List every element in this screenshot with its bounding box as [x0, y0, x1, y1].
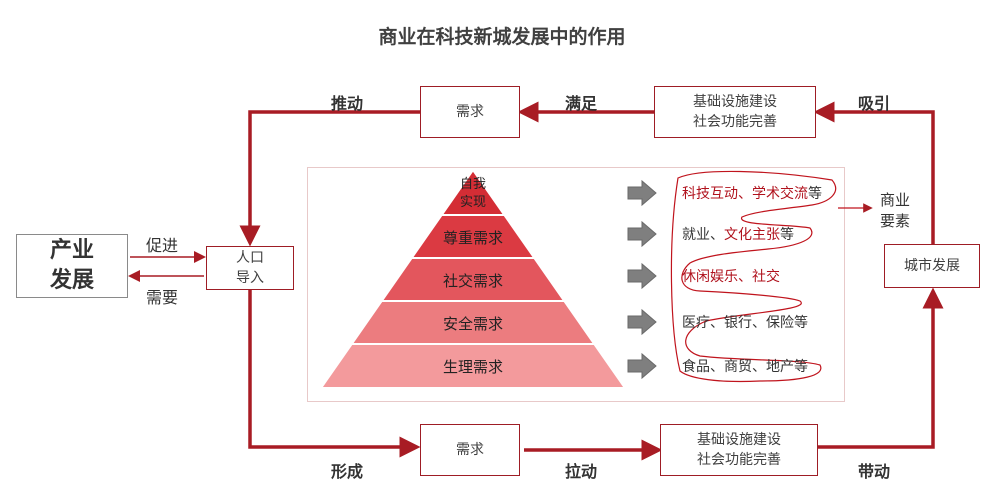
arrow-push: [239, 110, 420, 247]
label-form: 形成: [331, 462, 364, 481]
gray-arrow-1: [627, 179, 657, 207]
infra-bottom-box: 基础设施建设 社会功能完善: [660, 424, 818, 476]
population-box: 人口 导入: [206, 246, 294, 290]
label-pull: 拉动: [565, 462, 598, 481]
gray-arrow-5: [627, 352, 657, 380]
label-push: 推动: [331, 94, 364, 113]
need-plain-after: 等: [780, 227, 794, 243]
demand-bottom-box: 需求: [420, 424, 520, 476]
industry-box: 产业 发展: [16, 234, 128, 298]
city-box: 城市发展: [884, 244, 980, 288]
need-row-3: 休闲娱乐、社交: [682, 266, 780, 286]
pyramid-label-4: 安全需求: [442, 314, 503, 333]
label-satisfy: 满足: [565, 94, 598, 113]
demand-top-box: 需求: [420, 86, 520, 138]
pyramid-label-1: 自我 实现: [459, 177, 486, 210]
arrow-attract: [813, 101, 935, 244]
page-title: 商业在科技新城发展中的作用: [378, 26, 626, 48]
pyramid-label-5: 生理需求: [442, 358, 503, 376]
need-plain-before: 就业、: [682, 227, 724, 243]
label-drive: 带动: [858, 462, 891, 481]
pyramid-level-5: [319, 343, 627, 389]
hand-drawn-loop: [670, 170, 837, 383]
need-plain-before: 食品、商贸、地产等: [682, 359, 808, 375]
infra-top-box: 基础设施建设 社会功能完善: [654, 86, 816, 138]
need-row-5: 食品、商贸、地产等: [682, 356, 808, 376]
label-attract: 吸引: [858, 94, 891, 113]
need-plain-after: 等: [808, 186, 822, 202]
gray-arrow-group: [627, 179, 657, 380]
need-row-1: 科技互动、学术交流等: [682, 183, 822, 203]
label-promote: 促进: [146, 236, 179, 255]
gray-arrow-4: [627, 308, 657, 336]
commerce-elements-label: 商业 要素: [880, 191, 911, 230]
arrow-form: [248, 290, 421, 458]
gray-arrow-2: [627, 220, 657, 248]
pyramid-label-2: 尊重需求: [442, 228, 503, 247]
pyramid-layers: [319, 168, 627, 389]
label-need: 需要: [146, 288, 179, 307]
need-highlight: 休闲娱乐、社交: [682, 269, 780, 285]
arrow-drive: [818, 287, 944, 449]
need-plain-before: 医疗、银行、保险等: [682, 315, 808, 331]
pyramid-label-3: 社交需求: [442, 271, 503, 290]
need-highlight: 科技互动、学术交流: [682, 186, 808, 202]
need-highlight: 文化主张: [724, 227, 780, 243]
need-row-2: 就业、文化主张等: [682, 224, 794, 244]
need-row-4: 医疗、银行、保险等: [682, 312, 808, 332]
gray-arrow-3: [627, 262, 657, 290]
